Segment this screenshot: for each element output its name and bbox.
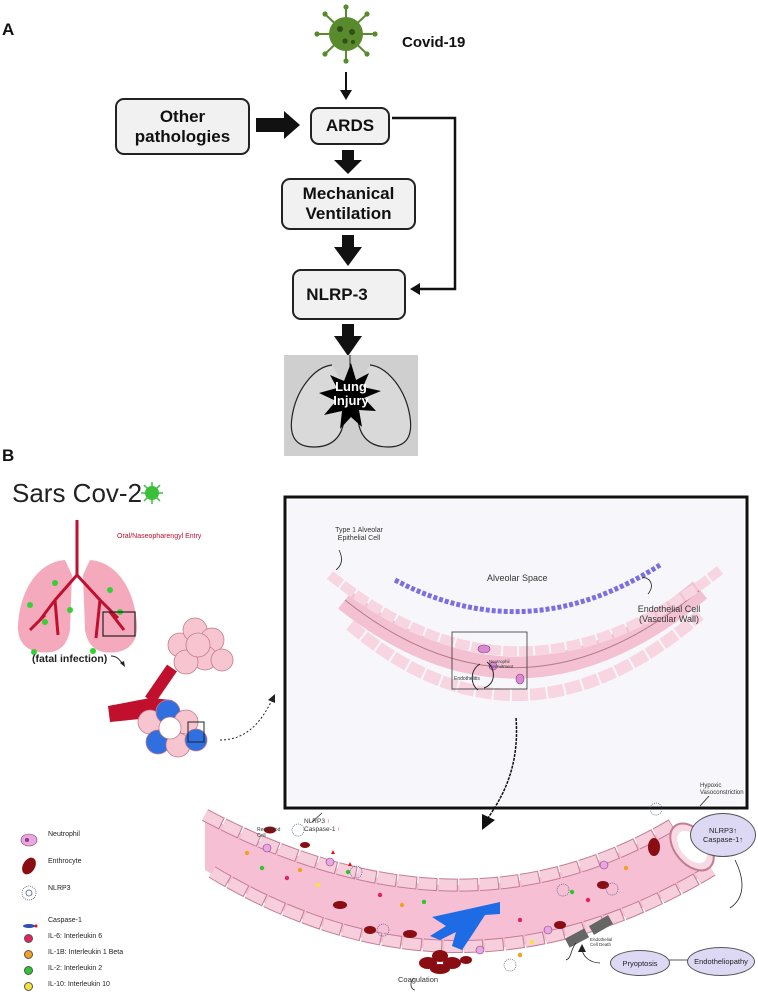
cycle-caspase-label: Caspase-1 [702, 835, 740, 844]
caspase-up-label: Caspase-1 [304, 826, 336, 834]
entry-label: Oral/Naseopharengyl Entry [117, 533, 202, 540]
panel-a-letter: A [2, 20, 15, 39]
sars-cov2-title: Sars Cov-2 [12, 478, 143, 508]
lungs-illustration [17, 520, 138, 655]
covid-virus-icon [314, 4, 378, 64]
endothelial-death-label: Endothelial Cell Death [590, 937, 613, 947]
legend-label-neutrophil: Neutrophil [48, 831, 80, 838]
il1b-dot [24, 950, 33, 959]
legend-neutrophil-icon [20, 833, 38, 847]
panel-b-letter: B [2, 446, 15, 465]
endotheliopathy-oval: Endotheliopathy [687, 947, 755, 976]
lung-image [284, 355, 418, 456]
nlrp3-box: NLRP-3 [292, 269, 406, 320]
legend-label-il2: IL-2: Interleukin 2 [48, 965, 103, 972]
other-pathologies-box: Other pathologies [115, 98, 250, 155]
endothelitis-label: Endothelitis [454, 676, 480, 682]
legend-label-caspase: Caspase-1 [48, 917, 82, 924]
lung-injury-label: Lung Injury [333, 379, 369, 408]
il2-dot [24, 966, 33, 975]
mechanical-ventilation-box: Mechanical Ventilation [281, 178, 416, 230]
blood-vessel [201, 795, 716, 991]
legend-label-il1b: IL-1B: Interleukin 1 Beta [48, 949, 124, 956]
sars-virus-icon [141, 482, 163, 504]
red-blood-cell-label: Red Blood Cell [257, 827, 281, 839]
legend-label-nlrp3: NLRP3 [48, 885, 71, 892]
type1-cell-label: Type 1 Alveolar Epithelial Cell [335, 527, 383, 543]
pyroptosis-oval: Pryoptosis [610, 950, 670, 976]
il6-dot [24, 934, 33, 943]
fatal-infection-label: (fatal infection) [32, 653, 108, 665]
legend-erythrocyte-icon [22, 857, 36, 875]
covid-label: Covid-19 [402, 34, 466, 51]
ards-box: ARDS [310, 107, 390, 145]
legend-label-il6: IL-6: Interleukin 6 [48, 933, 103, 940]
neutrophil-recruitment-label: Neutrophil Recruitment [489, 659, 514, 669]
alveolar-space-label: Alveolar Space [487, 573, 548, 583]
alveoli-illustration [108, 617, 234, 758]
cycle-nlrp3-label: NLRP3 [709, 826, 734, 835]
endothelial-cell-label: Endothelial Cell (Vascular Wall) [637, 604, 701, 625]
legend-caspase-icon [23, 924, 38, 928]
legend-label-erythrocyte: Enthrocyte [48, 858, 82, 865]
nlrp3-caspase-oval: NLRP3↑ Caspase-1↑ [690, 813, 756, 857]
nlrp3-up-label: NLRP3 [304, 818, 325, 825]
hypoxic-label: Hypoxic Vasoconstriction [700, 783, 744, 796]
legend-nlrp3-icon [21, 885, 37, 901]
nlrp3-caspase-annotation: NLRP3 ↑ Caspase-1 ↑ [304, 818, 341, 834]
il10-dot [24, 982, 33, 991]
legend-label-il10: IL-10: Interleukin 10 [48, 981, 110, 988]
coagulation-label: Coagulation [398, 975, 439, 984]
